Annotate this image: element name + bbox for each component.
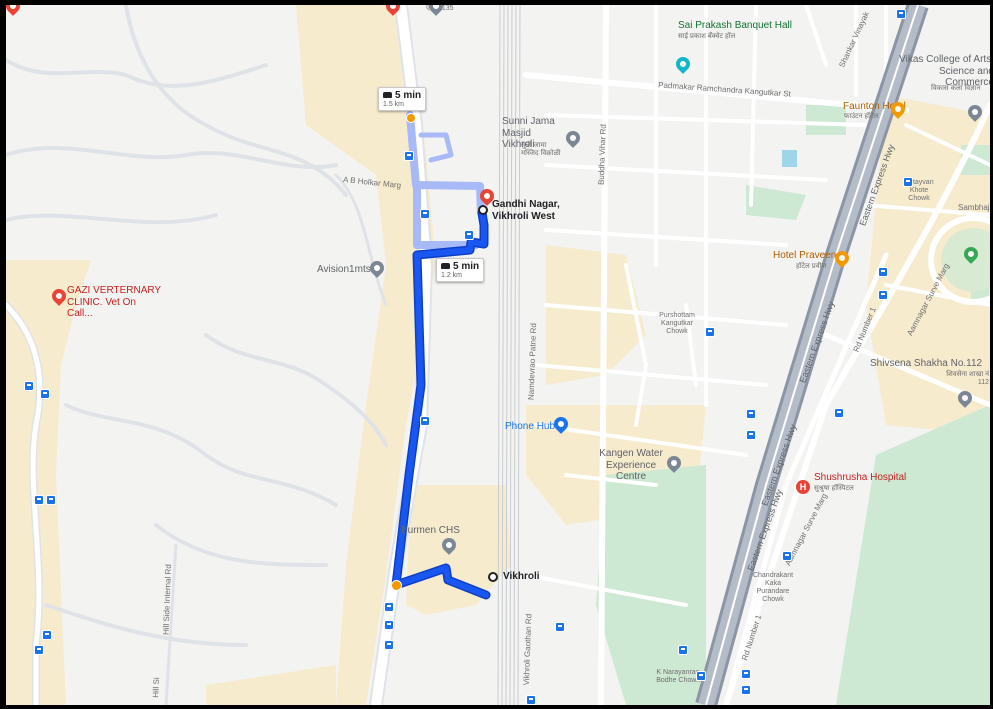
map-canvas[interactable]: 5 min 1.5 km 5 min 1.2 km Gandhi Nagar, … bbox=[6, 5, 990, 705]
map-base-layer bbox=[6, 5, 990, 705]
railway-tracks bbox=[497, 5, 521, 705]
alternate-route-loop[interactable] bbox=[418, 132, 454, 163]
primary-route[interactable] bbox=[393, 210, 489, 598]
satayvan-chowk-label: Satayvan Khote Chowk bbox=[904, 179, 934, 203]
primary-route-distance: 1.2 km bbox=[441, 272, 463, 279]
sunni-jama-local-label: सुन्नी जामा मस्जिद विक्रोळी bbox=[521, 142, 561, 158]
alt-route-distance: 1.5 km bbox=[383, 101, 405, 108]
bus-stop-icon[interactable] bbox=[40, 389, 50, 399]
bus-stop-icon[interactable] bbox=[464, 230, 474, 240]
primary-route-time: 5 min bbox=[453, 261, 480, 272]
bus-stop-icon[interactable] bbox=[878, 290, 888, 300]
route-badge-alternate[interactable]: 5 min 1.5 km bbox=[378, 87, 427, 111]
bus-stop-icon[interactable] bbox=[526, 695, 536, 705]
bus-stop-icon[interactable] bbox=[404, 151, 414, 161]
kangen-label[interactable]: Kangen Water Experience Centre bbox=[599, 448, 663, 482]
avision-label[interactable]: Avision1mts bbox=[317, 264, 371, 275]
destination-circle-icon bbox=[478, 205, 488, 215]
purshottam-chowk-label: Purshottam Kangutkar Chowk bbox=[659, 312, 695, 336]
bus-stop-icon[interactable] bbox=[746, 430, 756, 440]
bus-stop-icon[interactable] bbox=[696, 671, 706, 681]
narayanrao-chowk-label: K Narayanrao Bodhe Chowk bbox=[656, 669, 700, 685]
vikas-college-local-label: विकास कला विज्ञान bbox=[931, 85, 981, 92]
alt-route-time: 5 min bbox=[395, 90, 422, 101]
bus-stop-icon[interactable] bbox=[420, 209, 430, 219]
shivsena-local-label: शिवसेना शाखा नं 112 bbox=[946, 371, 989, 387]
shivsena-label[interactable]: Shivsena Shakha No.112 bbox=[870, 358, 983, 369]
bus-stop-icon[interactable] bbox=[34, 645, 44, 655]
shushrusha-label[interactable]: Shushrusha Hospital bbox=[814, 472, 907, 483]
vikas-college-label[interactable]: Vikas College of Arts, Science and Comme… bbox=[899, 54, 990, 88]
bus-stop-icon[interactable] bbox=[678, 645, 688, 655]
bus-stop-icon[interactable] bbox=[782, 551, 792, 561]
bus-stop-icon[interactable] bbox=[384, 620, 394, 630]
hotel-praveen-label[interactable]: Hotel Praveen bbox=[773, 250, 837, 261]
origin-circle-icon[interactable] bbox=[488, 572, 498, 582]
land-areas bbox=[6, 5, 990, 705]
bus-stop-icon[interactable] bbox=[420, 416, 430, 426]
bus-stop-icon[interactable] bbox=[896, 9, 906, 19]
faunton-label[interactable]: Faunton Hotel bbox=[843, 101, 906, 112]
origin-label[interactable]: Vikhroli bbox=[503, 571, 540, 582]
bus-stop-icon[interactable] bbox=[24, 381, 34, 391]
hospital-icon[interactable]: H bbox=[796, 480, 810, 494]
route-start-marker-icon bbox=[391, 580, 402, 591]
bus-stop-icon[interactable] bbox=[741, 685, 751, 695]
bus-stop-icon[interactable] bbox=[746, 409, 756, 419]
bus-stop-icon[interactable] bbox=[834, 408, 844, 418]
bus-stop-icon[interactable] bbox=[903, 177, 913, 187]
sai-prakash-label[interactable]: Sai Prakash Banquet Hall bbox=[678, 20, 792, 31]
bus-stop-icon[interactable] bbox=[878, 267, 888, 277]
bus-stop-icon[interactable] bbox=[741, 669, 751, 679]
chandrakant-chowk-label: Chandrakant Kaka Purandare Chowk bbox=[752, 572, 794, 604]
alt-route-marker-icon bbox=[406, 113, 416, 123]
hotel-praveen-local-label: हॉटेल प्रवीण bbox=[796, 263, 827, 270]
bus-stop-icon[interactable] bbox=[42, 630, 52, 640]
sai-prakash-local-label: साई प्रकाश बँक्वेट हॉल bbox=[678, 33, 736, 40]
bus-stop-icon[interactable] bbox=[384, 640, 394, 650]
hill-side-bottom-label: Hill Si bbox=[151, 677, 161, 698]
route-badge-primary[interactable]: 5 min 1.2 km bbox=[436, 258, 485, 282]
bus-stop-icon[interactable] bbox=[705, 327, 715, 337]
burmen-label[interactable]: Burmen CHS bbox=[401, 525, 460, 536]
faunton-local-label: फाउंटन हॉटेल bbox=[844, 113, 879, 120]
eastern-express-highway bbox=[695, 5, 929, 705]
bus-stop-icon[interactable] bbox=[34, 495, 44, 505]
shushrusha-local-label: सुश्रुषा हॉस्पिटल bbox=[814, 485, 854, 492]
sunni-jama-label[interactable]: Sunni Jama Masjid Vikhroli bbox=[502, 116, 555, 150]
bus-stop-icon[interactable] bbox=[384, 602, 394, 612]
gazi-clinic-label[interactable]: GAZI VERTERNARY CLINIC. Vet On Call... bbox=[67, 285, 161, 319]
bus-stop-icon[interactable] bbox=[46, 495, 56, 505]
sambhaji-label: Sambhaj bbox=[958, 203, 990, 212]
bus-stop-icon[interactable] bbox=[555, 622, 565, 632]
car-icon bbox=[441, 263, 450, 269]
phone-hub-label[interactable]: Phone Hub bbox=[505, 421, 556, 432]
destination-label[interactable]: Gandhi Nagar, Vikhroli West bbox=[492, 199, 560, 222]
car-icon bbox=[383, 92, 392, 98]
